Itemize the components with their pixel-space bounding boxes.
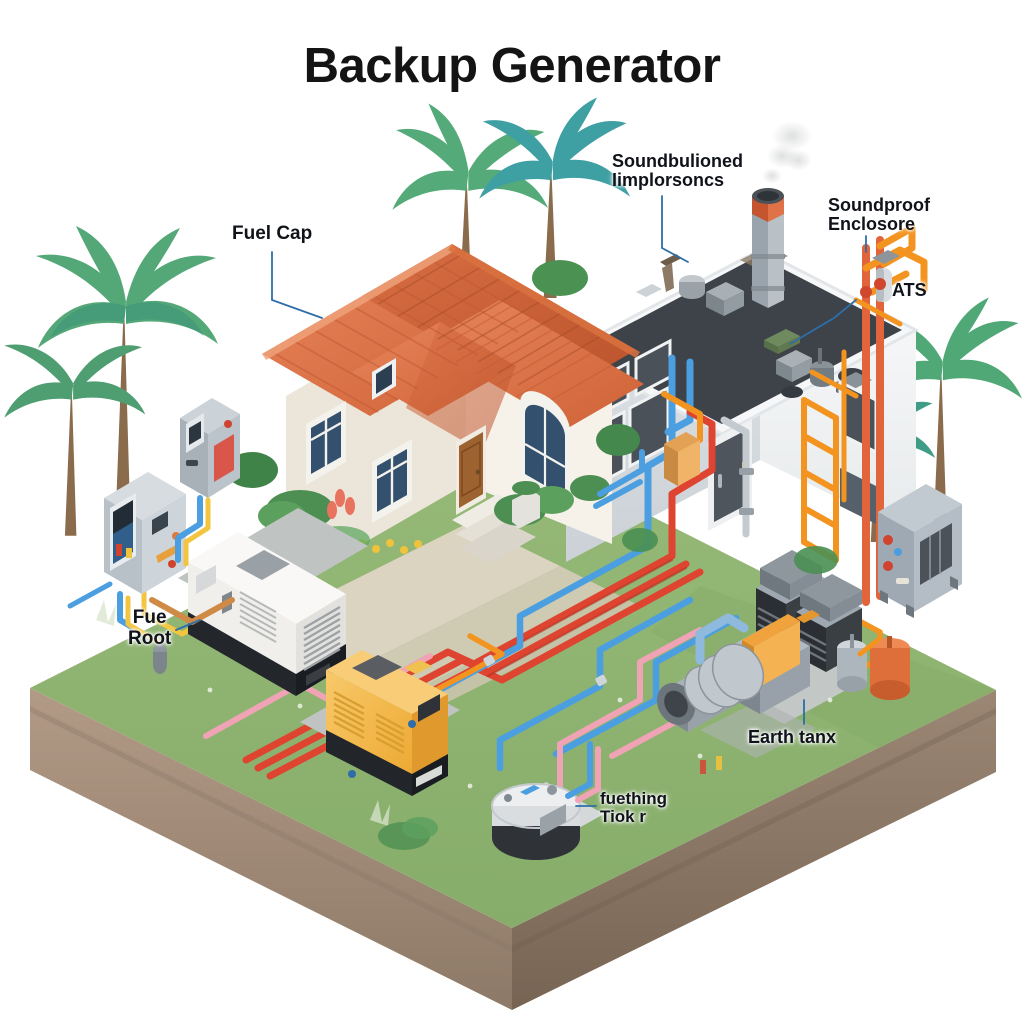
dormer-window bbox=[372, 358, 396, 400]
page-title: Backup Generator bbox=[303, 39, 721, 93]
leader-soundproof-top bbox=[661, 195, 689, 263]
mobile-generator[interactable] bbox=[300, 650, 460, 796]
label-ats: ATS bbox=[892, 280, 927, 300]
building-risers bbox=[593, 354, 754, 560]
label-earth-tank: Earth tanx bbox=[748, 727, 837, 747]
control-cabinet-lower[interactable] bbox=[104, 472, 186, 594]
leader-fuel-root bbox=[175, 619, 201, 631]
exhaust-stack bbox=[751, 121, 812, 308]
palm-trees-left bbox=[4, 226, 218, 536]
leader-fuel-cap bbox=[271, 251, 323, 319]
label-breathing-tank: fuething Tiok r bbox=[600, 789, 668, 827]
callout-leader-lines bbox=[175, 195, 867, 807]
label-soundproof-top: Soundbulioned Iimplorsoncs bbox=[612, 151, 743, 191]
house-windows bbox=[306, 391, 570, 523]
wall-junction-box bbox=[664, 432, 700, 486]
building-door[interactable] bbox=[708, 419, 752, 531]
propane-tank bbox=[857, 636, 910, 700]
leader-ats bbox=[789, 299, 857, 345]
label-fuel-cap: Fuel Cap bbox=[232, 223, 313, 244]
turbine-body bbox=[656, 610, 820, 732]
auxiliary-vessel bbox=[837, 634, 867, 692]
house-door[interactable] bbox=[456, 425, 486, 515]
label-fuel-root: Fue Root bbox=[128, 607, 172, 649]
control-cabinet-upper[interactable] bbox=[180, 398, 240, 498]
equipment-cabinet-right[interactable] bbox=[878, 484, 962, 618]
gas-turbine-assembly bbox=[656, 550, 868, 758]
residential-house bbox=[226, 244, 644, 588]
standby-generator[interactable] bbox=[178, 508, 368, 696]
label-soundproof-enclosure: Soundproof Enclosore bbox=[828, 195, 930, 235]
ground-details bbox=[96, 528, 838, 850]
underground-fuel-tank bbox=[491, 741, 604, 860]
ground-block bbox=[30, 446, 996, 1010]
